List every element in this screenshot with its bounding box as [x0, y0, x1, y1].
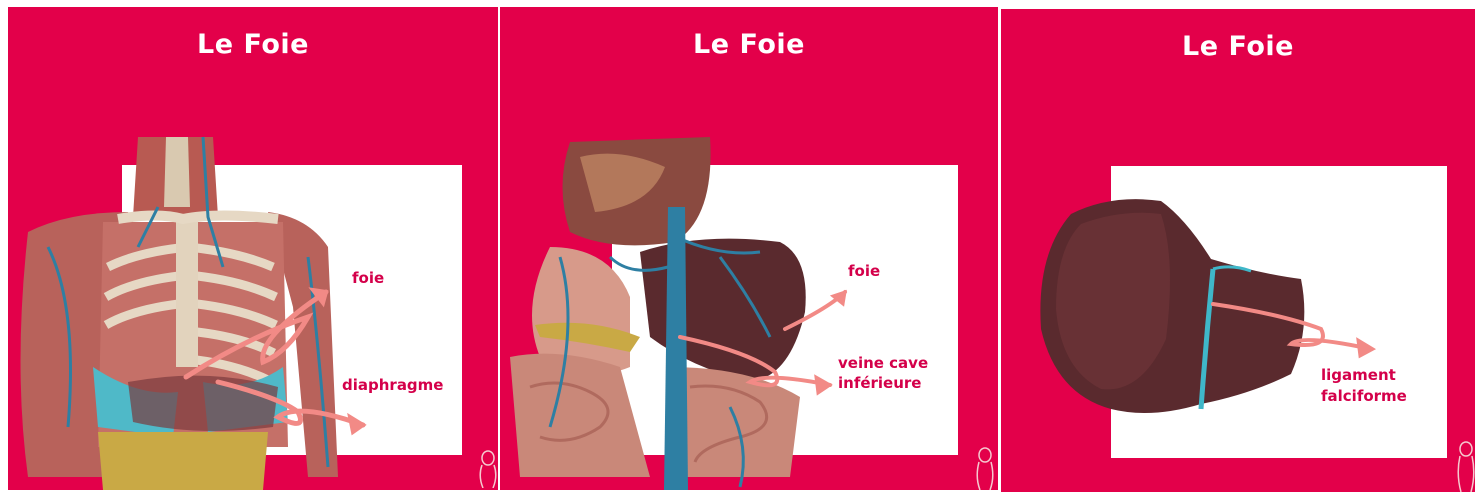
- label-ligament-line1: ligament: [1321, 366, 1396, 385]
- torso-logo-icon: [977, 448, 993, 490]
- slide-1: Le Foie: [8, 7, 498, 490]
- slide-3: Le Foie ligament falciforme: [1001, 9, 1475, 492]
- torso-logo-icon: [478, 448, 502, 488]
- label-diaphragme: diaphragme: [342, 376, 443, 395]
- thorax-anatomy-illustration: [8, 7, 498, 490]
- label-foie: foie: [352, 269, 384, 288]
- label-veine-cave-line2: inférieure: [838, 374, 921, 393]
- label-foie: foie: [848, 262, 880, 281]
- label-veine-cave-line1: veine cave: [838, 354, 928, 373]
- torso-logo-icon: [1458, 442, 1474, 492]
- liver-illustration: [1001, 9, 1475, 492]
- slide-2: Le Foie: [500, 7, 998, 490]
- label-ligament-line2: falciforme: [1321, 387, 1407, 406]
- abdomen-anatomy-illustration: [500, 7, 998, 490]
